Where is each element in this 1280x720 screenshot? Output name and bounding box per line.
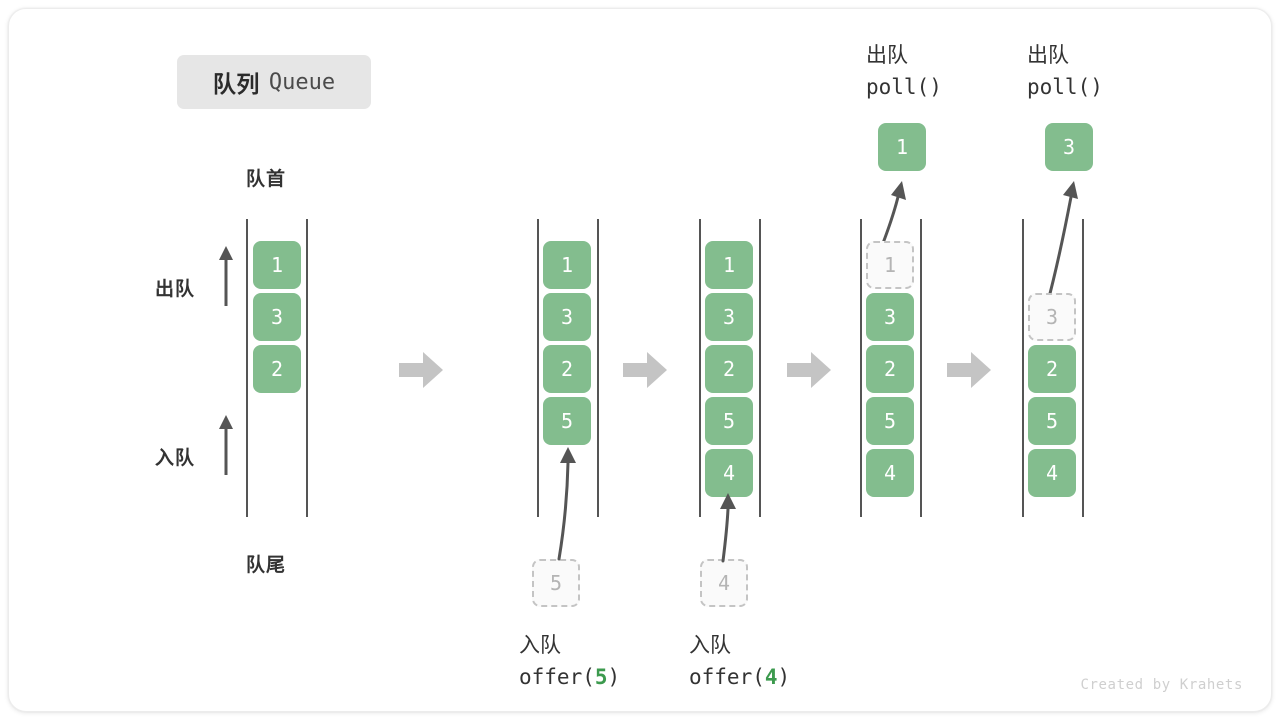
queue-rail-right-step1 xyxy=(306,219,308,517)
queue-rail-left-step5 xyxy=(1022,219,1024,517)
title-english: Queue xyxy=(268,69,336,95)
diagram-title-chip: 队列 Queue xyxy=(177,55,371,109)
queue-cell-ghost: 3 xyxy=(1028,293,1076,341)
queue-cell-empty xyxy=(1028,241,1076,289)
queue-cell: 5 xyxy=(705,397,753,445)
queue-cell: 2 xyxy=(866,345,914,393)
queue-cell: 2 xyxy=(543,345,591,393)
queue-cell: 3 xyxy=(253,293,301,341)
queue-cell: 1 xyxy=(543,241,591,289)
queue-cell: 3 xyxy=(705,293,753,341)
step-transition-arrow-icon xyxy=(947,352,991,388)
step3-caption-cn: 入队 xyxy=(689,633,731,657)
step3-caption: 入队 offer(4) xyxy=(689,629,790,689)
step-transition-arrow-icon xyxy=(399,352,443,388)
dequeue-axis-label: 出队 xyxy=(155,279,196,300)
queue-cell: 2 xyxy=(253,345,301,393)
head-label-step1: 队首 xyxy=(246,169,287,190)
queue-cell: 3 xyxy=(866,293,914,341)
queue-cell: 3 xyxy=(543,293,591,341)
incoming-element-ghost: 5 xyxy=(532,559,580,607)
step-transition-arrow-icon xyxy=(623,352,667,388)
queue-rail-left-step3 xyxy=(699,219,701,517)
queue-rail-right-step3 xyxy=(759,219,761,517)
queue-rail-left-step1 xyxy=(246,219,248,517)
tail-label-step1: 队尾 xyxy=(246,555,287,576)
queue-rail-left-step2 xyxy=(537,219,539,517)
queue-cell: 1 xyxy=(253,241,301,289)
step2-caption: 入队 offer(5) xyxy=(519,629,620,689)
queue-cell: 5 xyxy=(543,397,591,445)
queue-cell: 4 xyxy=(705,449,753,497)
queue-cell: 4 xyxy=(866,449,914,497)
queue-cell: 2 xyxy=(1028,345,1076,393)
queue-cell: 2 xyxy=(705,345,753,393)
step3-caption-code: offer(4) xyxy=(689,665,791,689)
outgoing-element: 1 xyxy=(878,123,926,171)
step4-caption-cn: 出队 xyxy=(866,43,908,67)
step5-caption-code: poll() xyxy=(1027,75,1103,99)
queue-cell: 5 xyxy=(1028,397,1076,445)
queue-cell-ghost: 1 xyxy=(866,241,914,289)
enqueue-direction-arrow-icon xyxy=(219,415,233,475)
step5-caption-cn: 出队 xyxy=(1027,43,1069,67)
watermark-credit: Created by Krahets xyxy=(1080,677,1243,693)
title-chinese: 队列 xyxy=(212,71,260,97)
step4-caption: 出队 poll() xyxy=(866,39,942,99)
diagram-card: 队列 Queue 队首 1 3 2 出队 入队 队尾 1 3 2 5 5 xyxy=(8,8,1272,712)
queue-cell: 5 xyxy=(866,397,914,445)
step2-caption-cn: 入队 xyxy=(519,633,561,657)
step5-caption: 出队 poll() xyxy=(1027,39,1103,99)
enqueue-flow-arrow-icon xyxy=(720,493,736,563)
queue-rail-right-step4 xyxy=(920,219,922,517)
enqueue-axis-label: 入队 xyxy=(155,448,196,469)
outgoing-element: 3 xyxy=(1045,123,1093,171)
queue-rail-right-step5 xyxy=(1082,219,1084,517)
queue-rail-right-step2 xyxy=(597,219,599,517)
queue-rail-left-step4 xyxy=(860,219,862,517)
enqueue-flow-arrow-icon xyxy=(557,447,576,561)
queue-cell: 1 xyxy=(705,241,753,289)
queue-cell: 4 xyxy=(1028,449,1076,497)
step-transition-arrow-icon xyxy=(787,352,831,388)
step4-caption-code: poll() xyxy=(866,75,942,99)
step2-caption-code: offer(5) xyxy=(519,665,621,689)
dequeue-direction-arrow-icon xyxy=(219,246,233,306)
incoming-element-ghost: 4 xyxy=(700,559,748,607)
